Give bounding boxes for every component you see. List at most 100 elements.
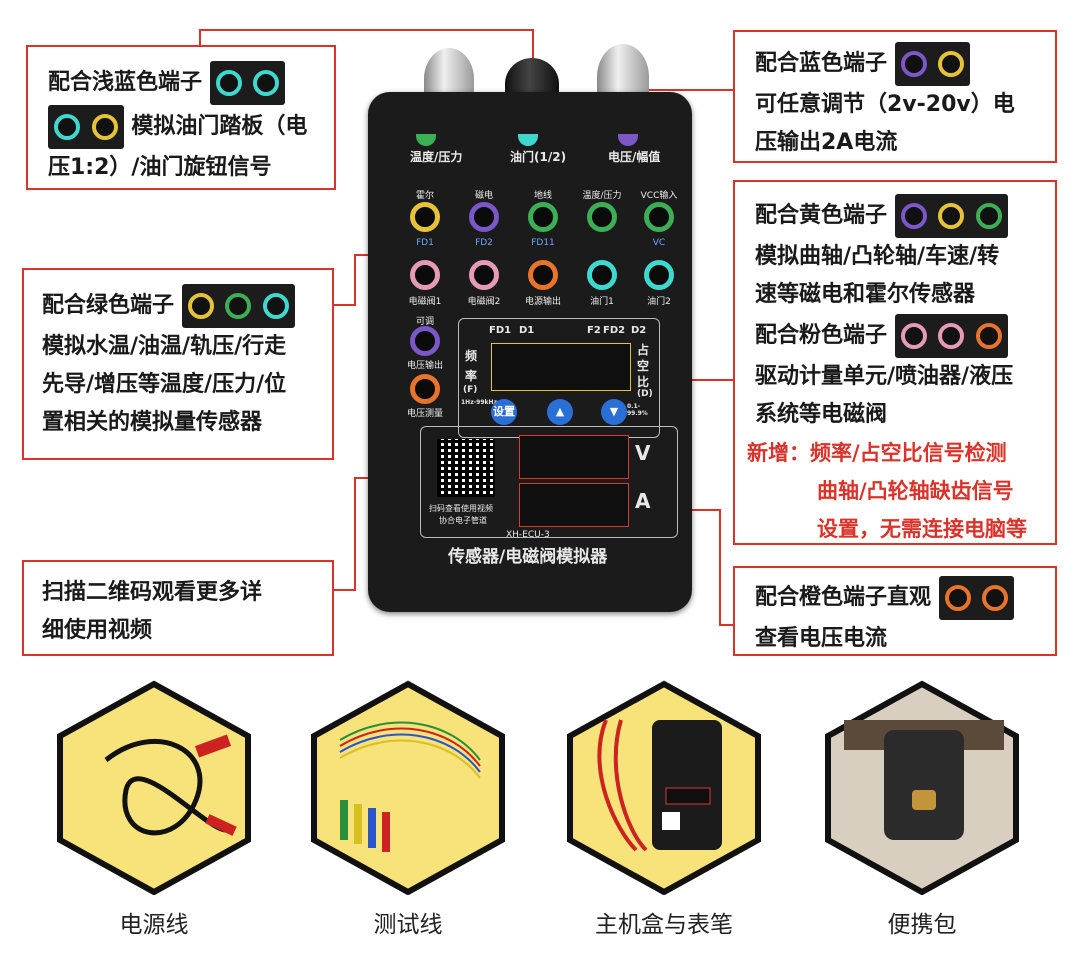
jack-icon xyxy=(938,323,965,349)
callout-green: 配合绿色端子 模拟水温/油温/轨压/行走 先导/增压等温度/压力/位 置相关的模… xyxy=(22,268,334,460)
current-display xyxy=(519,483,629,527)
jack-icon xyxy=(976,203,1003,229)
jack-icon xyxy=(263,293,290,319)
port-hall[interactable] xyxy=(410,202,440,232)
voltage-display xyxy=(519,435,629,479)
port-magnetic[interactable] xyxy=(469,202,499,232)
duty-label: 比 xyxy=(637,375,650,389)
up-button[interactable]: ▲ xyxy=(547,399,573,425)
port-throttle2[interactable] xyxy=(644,260,674,290)
callout-qr: 扫描二维码观看更多详 细使用视频 xyxy=(22,560,334,656)
green-jacks xyxy=(181,284,296,328)
test-leads-hex xyxy=(311,680,505,895)
callout-light-blue: 配合浅蓝色端子 模拟油门踏板（电 压1:2）/油门旋钮信号 xyxy=(26,45,336,190)
port-sublabel: FD1 xyxy=(416,238,434,248)
voltage-unit: V xyxy=(635,441,651,465)
jack-icon xyxy=(225,293,252,319)
callout-title: 配合绿色端子 xyxy=(42,293,175,318)
range-left: 1Hz-99kHz xyxy=(461,399,498,406)
pink-jacks xyxy=(894,314,1009,358)
top-label: 温度/压力 xyxy=(410,150,463,164)
freq-label: 频 xyxy=(465,349,478,363)
model-number: XH-ECU-3 xyxy=(506,530,550,540)
callout-line: 置相关的模拟量传感器 xyxy=(42,410,263,435)
port-voltage-measure[interactable] xyxy=(410,374,440,404)
jack-icon xyxy=(938,203,965,229)
new-feature-line: 新增：频率/占空比信号检测 xyxy=(747,441,1007,465)
jacks-vcc-ground xyxy=(48,105,124,149)
port-label: 油门1 xyxy=(590,297,614,307)
callout-title: 配合浅蓝色端子 xyxy=(48,70,203,95)
port-label: 电磁阀2 xyxy=(467,297,501,307)
fd-label: FD1 xyxy=(489,325,512,336)
jack-icon xyxy=(938,51,965,77)
port-sublabel: FD2 xyxy=(475,238,493,248)
jack-icon xyxy=(976,323,1003,349)
meter-panel: 扫码查看使用视频 协合电子管道 V A xyxy=(420,426,678,538)
qr-code[interactable] xyxy=(437,439,495,497)
callout-line: 驱动计量单元/喷油器/液压 xyxy=(755,364,1014,389)
callout-line: 可任意调节（2v-20v）电 xyxy=(755,92,1015,117)
fd-label: D2 xyxy=(631,325,647,336)
fd-label: FD2 xyxy=(603,325,626,336)
port-label: 电磁阀1 xyxy=(408,297,442,307)
jack-icon xyxy=(253,70,280,96)
new-feature-line: 设置，无需连接电脑等 xyxy=(817,517,1027,541)
jack-icon xyxy=(944,585,971,611)
port-solenoid2[interactable] xyxy=(469,260,499,290)
port-power-out[interactable] xyxy=(528,260,558,290)
port-label: 电压输出 xyxy=(406,361,443,371)
jack-icon xyxy=(187,293,214,319)
port-temp-pressure[interactable] xyxy=(587,202,617,232)
callout-line: 扫描二维码观看更多详 xyxy=(42,580,263,605)
settings-button[interactable]: 设置 xyxy=(491,399,517,425)
freq-label: (F) xyxy=(463,385,478,395)
top-label: 电压/幅值 xyxy=(608,150,661,164)
duty-label: (D) xyxy=(637,389,653,399)
caption-carry-bag: 便携包 xyxy=(887,912,957,938)
callout-line: 查看电压电流 xyxy=(755,626,888,651)
port-throttle1[interactable] xyxy=(587,260,617,290)
simulator-device: 温度/压力 油门(1/2) 电压/幅值 霍尔 磁电 地线 温度/压力 VCC输入… xyxy=(368,92,692,612)
port-voltage-out[interactable] xyxy=(410,326,440,356)
callout-line: 先导/增压等温度/压力/位 xyxy=(42,372,287,397)
purple-indicator xyxy=(618,134,638,146)
device-title: 传感器/电磁阀模拟器 xyxy=(448,547,608,567)
port-solenoid1[interactable] xyxy=(410,260,440,290)
new-feature-line: 曲轴/凸轮轴缺齿信号 xyxy=(817,479,1014,503)
power-cable-hex xyxy=(57,680,251,895)
jack-icon xyxy=(54,114,80,140)
jack-icon xyxy=(91,114,118,140)
jack-icon xyxy=(900,323,927,349)
callout-title: 配合黄色端子 xyxy=(755,203,888,228)
port-vcc[interactable] xyxy=(644,202,674,232)
down-button[interactable]: ▼ xyxy=(601,399,627,425)
jack-icon xyxy=(900,203,927,229)
port-label: 地线 xyxy=(533,191,552,201)
callout-line: 模拟曲轴/凸轮轴/车速/转 xyxy=(755,244,1000,269)
callout-line: 压1:2）/油门旋钮信号 xyxy=(48,155,272,180)
port-sublabel: VC xyxy=(652,238,666,248)
top-label: 油门(1/2) xyxy=(510,150,567,164)
callout-line: 模拟油门踏板（电 xyxy=(131,114,308,139)
port-label: 磁电 xyxy=(474,191,493,201)
port-label: 油门2 xyxy=(647,297,671,307)
qr-text: 协合电子管道 xyxy=(439,516,487,525)
frequency-display xyxy=(491,343,631,391)
fd-label: F2 xyxy=(587,325,601,336)
callout-title: 配合粉色端子 xyxy=(755,323,888,348)
orange-jacks xyxy=(938,576,1015,620)
callout-line: 速等磁电和霍尔传感器 xyxy=(755,282,976,307)
yellow-jacks xyxy=(894,194,1009,238)
callout-title: 配合蓝色端子 xyxy=(755,51,888,76)
port-ground[interactable] xyxy=(528,202,558,232)
green-indicator xyxy=(416,134,436,146)
duty-label: 空 xyxy=(637,359,650,373)
qr-text: 扫码查看使用视频 xyxy=(429,504,493,513)
fd-label: D1 xyxy=(519,325,535,336)
callout-yellow-pink: 配合黄色端子 模拟曲轴/凸轮轴/车速/转 速等磁电和霍尔传感器 配合粉色端子 驱… xyxy=(733,180,1057,545)
jack-icon xyxy=(982,585,1009,611)
callout-title: 配合橙色端子直观 xyxy=(755,585,932,610)
port-label: VCC输入 xyxy=(640,191,678,201)
carry-bag-hex xyxy=(825,680,1019,895)
